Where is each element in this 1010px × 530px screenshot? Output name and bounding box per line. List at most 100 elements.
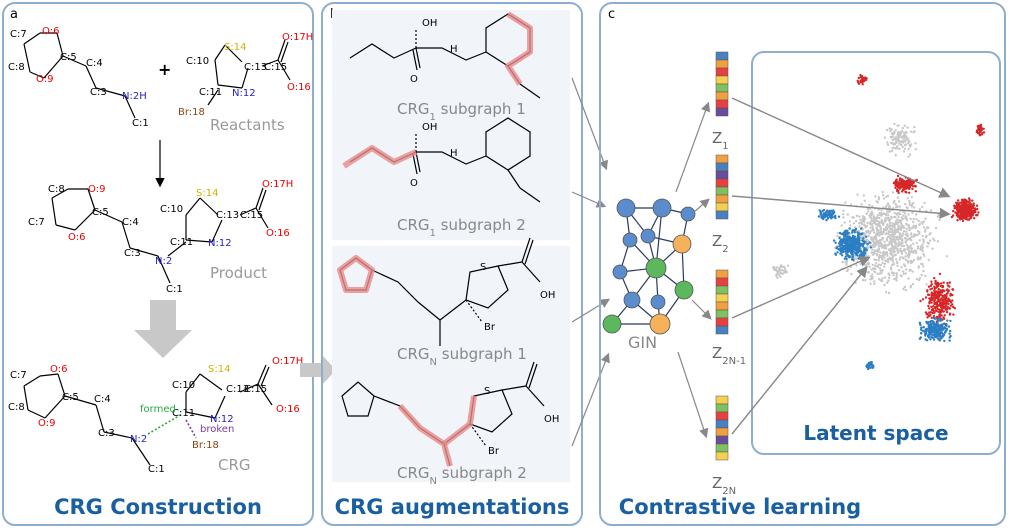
latent-point <box>909 286 912 289</box>
crg-atom-c11: C:11 <box>172 408 195 419</box>
latent-point <box>851 231 854 234</box>
latent-point <box>907 139 910 142</box>
latent-point <box>915 251 918 255</box>
latent-point <box>937 295 941 298</box>
latent-point <box>886 194 890 197</box>
latent-point <box>904 202 907 206</box>
latent-point <box>885 244 888 247</box>
formed-bond <box>147 413 183 435</box>
latent-point <box>931 287 934 290</box>
latent-point <box>942 281 945 284</box>
latent-point <box>943 339 946 343</box>
latent-point <box>887 276 891 279</box>
latent-point <box>856 231 859 234</box>
latent-point <box>965 209 968 212</box>
atom-s14: S:14 <box>224 42 246 53</box>
latent-point <box>922 240 925 244</box>
latent-point <box>924 296 928 299</box>
latent-point <box>894 253 897 257</box>
crg-atom-c10: C:10 <box>172 380 195 391</box>
latent-point <box>873 235 877 238</box>
latent-point <box>869 275 873 278</box>
latent-point <box>896 218 899 221</box>
latent-point <box>837 248 840 251</box>
latent-point <box>843 238 846 241</box>
latent-point <box>867 271 870 274</box>
latent-point <box>926 241 929 244</box>
latent-point <box>908 180 911 183</box>
latent-point <box>927 285 931 288</box>
reactant-2-structure <box>207 39 291 106</box>
latent-point <box>896 134 899 137</box>
latent-point <box>942 310 946 313</box>
latent-point <box>920 221 923 224</box>
latent-point <box>885 237 889 240</box>
latent-point <box>918 321 922 324</box>
z2n-label: Z2N <box>712 474 736 497</box>
latent-point <box>932 305 935 308</box>
latent-point <box>902 287 905 291</box>
latent-point <box>858 215 861 218</box>
latent-point <box>889 233 893 237</box>
latent-point <box>890 215 893 218</box>
latent-point <box>870 229 873 232</box>
latent-point <box>881 269 884 272</box>
latent-point <box>863 252 867 255</box>
latent-point <box>886 223 889 226</box>
latent-point <box>911 270 914 273</box>
latent-point <box>930 305 933 308</box>
latent-point <box>895 204 898 208</box>
latent-point <box>922 326 925 329</box>
latent-point <box>859 74 862 77</box>
latent-point <box>866 366 869 369</box>
latent-point <box>956 212 959 215</box>
latent-point <box>877 222 880 225</box>
latent-point <box>877 244 881 248</box>
latent-point <box>945 297 948 300</box>
latent-point <box>781 269 784 272</box>
latent-point <box>895 272 898 275</box>
latent-point <box>874 267 877 271</box>
latent-point <box>940 325 943 328</box>
latent-point <box>898 233 901 236</box>
latent-point <box>920 326 923 329</box>
latent-point <box>918 239 921 242</box>
latent-point <box>885 247 888 250</box>
latent-point <box>942 316 945 319</box>
latent-point <box>871 224 874 227</box>
latent-point <box>904 215 908 218</box>
latent-point <box>852 216 855 219</box>
latent-point <box>977 132 980 135</box>
latent-point <box>886 254 889 257</box>
latent-point <box>904 258 907 261</box>
latent-point <box>962 199 965 202</box>
latent-point <box>928 320 932 324</box>
z1-vector <box>715 51 729 117</box>
latent-point <box>845 248 848 252</box>
latent-point <box>925 234 928 238</box>
latent-point <box>895 260 899 264</box>
latent-point <box>845 231 848 235</box>
latent-point <box>775 274 778 277</box>
latent-point <box>931 336 934 339</box>
latent-point <box>909 145 912 148</box>
latent-point <box>894 223 897 226</box>
latent-point <box>952 313 955 316</box>
latent-point <box>967 205 970 208</box>
latent-point <box>888 224 892 228</box>
latent-point <box>946 292 949 295</box>
crg-atom-n12: N:12 <box>210 414 234 425</box>
latent-point <box>862 218 865 222</box>
panel-c-frame <box>599 2 1006 526</box>
atom-c5: C:5 <box>60 52 77 63</box>
latent-point <box>873 249 877 252</box>
latent-point <box>859 249 862 252</box>
latent-point <box>931 325 934 328</box>
latent-point <box>912 220 915 224</box>
latent-point <box>907 224 910 227</box>
latent-point <box>940 336 943 340</box>
latent-point <box>952 305 955 309</box>
atom-c15: C:15 <box>264 62 287 73</box>
latent-point <box>857 239 860 243</box>
latent-point <box>940 297 943 300</box>
